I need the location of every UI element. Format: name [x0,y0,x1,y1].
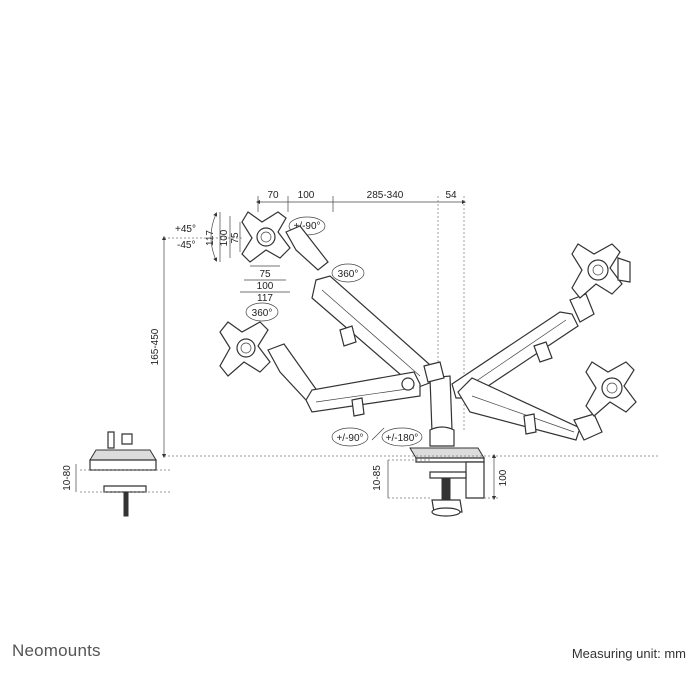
left-upper-arm [285,225,439,389]
width-285-340-label: 285-340 [367,190,404,201]
right-upper-arm [451,293,595,399]
vesa-vertical-lines [219,212,241,262]
center-clamp-dimension [387,453,500,501]
swivel-plate-label: 360° [252,308,273,319]
vesa-117-h-label: 117 [257,293,273,304]
width-70-label: 70 [267,190,279,201]
height-range-lines [161,235,660,459]
width-100-label: 100 [298,190,315,201]
swivel-plate-oval [245,302,279,322]
brand-logo: Neomounts [12,641,101,660]
vesa-plate-top-left [241,211,291,263]
center-pole [423,361,453,433]
vesa-75-h-label: 75 [259,269,271,280]
tilt-up-label: +45° [175,224,196,235]
desk-left-label: 10-80 [62,465,73,491]
desk-mid-label: 10-85 [372,465,383,491]
vesa-117-v-label: 117 [205,230,216,246]
rotate-bottom-oval [331,427,369,447]
swivel-arm-oval [331,263,365,283]
vesa-plate-top-right [571,243,631,299]
top-dimension-lines [255,196,467,430]
desk-right-label: 100 [498,469,509,486]
vesa-plate-bottom-right [585,361,637,417]
swivel-arm-label: 360° [338,269,359,280]
vesa-horizontal-lines [240,265,290,293]
rotate-divider [371,427,385,441]
rotate-top-label: +/-90° [293,221,320,232]
rotate-base-oval [381,427,423,447]
right-lower-arm [457,377,603,441]
height-range-label: 165-450 [150,328,161,365]
left-lower-arm [267,343,421,417]
center-desk-clamp [409,426,485,517]
rotate-bottom-label: +/-90° [336,433,363,444]
width-54-label: 54 [445,190,457,201]
vesa-plate-mid-left [219,321,271,377]
left-grommet-mount [75,431,170,517]
rotate-base-label: +/-180° [386,433,419,444]
vesa-100-h-label: 100 [257,281,274,292]
tilt-arc [210,212,218,262]
tilt-down-label: -45° [177,240,195,251]
measuring-unit-note: Measuring unit: mm [571,646,686,661]
vesa-75-v-label: 75 [230,232,241,244]
